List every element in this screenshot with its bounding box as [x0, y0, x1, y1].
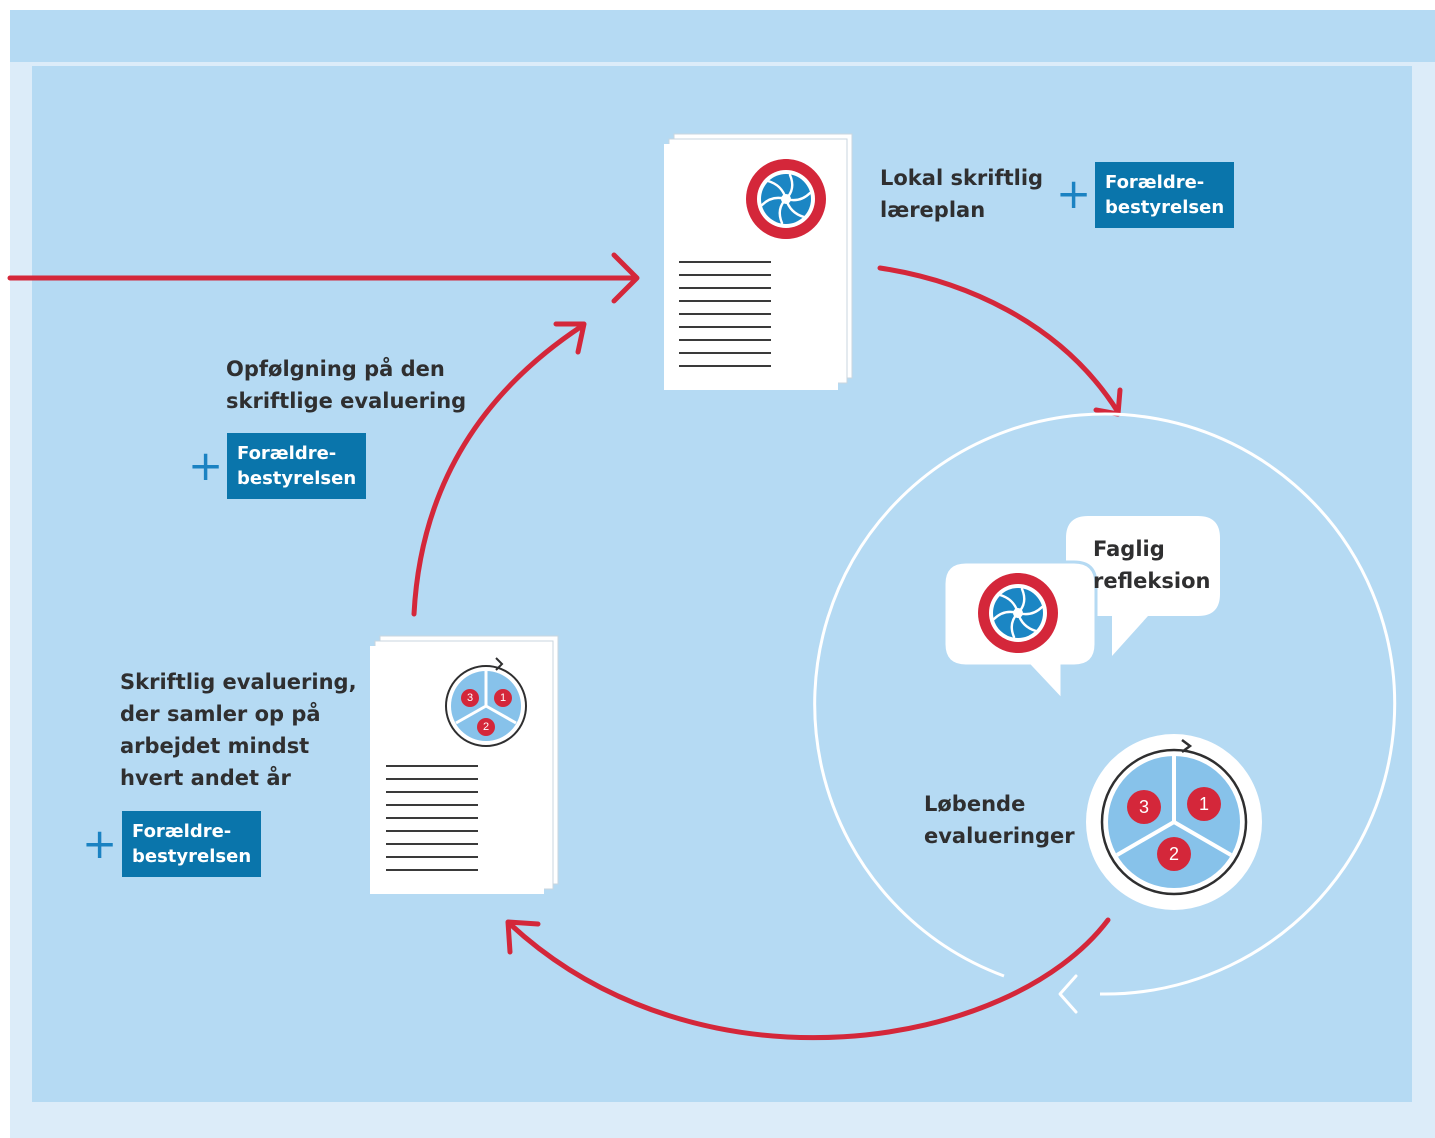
- plus-icon: +: [188, 441, 224, 490]
- frame-top-bar: [10, 10, 1435, 62]
- plus-icon: +: [1056, 169, 1092, 218]
- flower-logo-icon: [976, 571, 1060, 655]
- label-laereplan: Lokal skriftlig læreplan: [880, 166, 1044, 222]
- label-faglig-refleksion: Faglig refleksion: [1093, 537, 1211, 593]
- badge-foraeldrebestyrelsen: Forældre- bestyrelsen: [227, 433, 367, 499]
- plus-icon: +: [82, 819, 118, 868]
- arrow-to-skriftlig: [505, 917, 1111, 1041]
- label-loebende-evalueringer: Løbende evalueringer: [924, 792, 1075, 848]
- cycle-number-3: 3: [1139, 797, 1149, 817]
- badge-foraeldrebestyrelsen: Forældre- bestyrelsen: [1095, 162, 1235, 228]
- cycle-number-3: 3: [467, 692, 473, 704]
- cycle-icon: 1 2 3: [1086, 734, 1262, 910]
- cycle-icon: 1 2 3: [444, 657, 528, 748]
- cycle-number-1: 1: [500, 692, 506, 704]
- cycle-number-2: 2: [483, 721, 489, 733]
- cycle-number-2: 2: [1169, 844, 1179, 864]
- flower-logo-icon: [744, 157, 828, 241]
- arrow-entry: [7, 252, 640, 304]
- badge-foraeldrebestyrelsen: Forældre- bestyrelsen: [122, 811, 262, 877]
- label-opfoelgning: Opfølgning på den skriftlige evaluering: [226, 357, 467, 413]
- arrow-to-loebende: [877, 265, 1123, 417]
- evaluation-loop: [813, 412, 1397, 1014]
- arrow-to-laereplan: [411, 321, 587, 617]
- label-skriftlig-evaluering: Skriftlig evaluering, der samler op på a…: [120, 670, 357, 790]
- cycle-number-1: 1: [1199, 794, 1209, 814]
